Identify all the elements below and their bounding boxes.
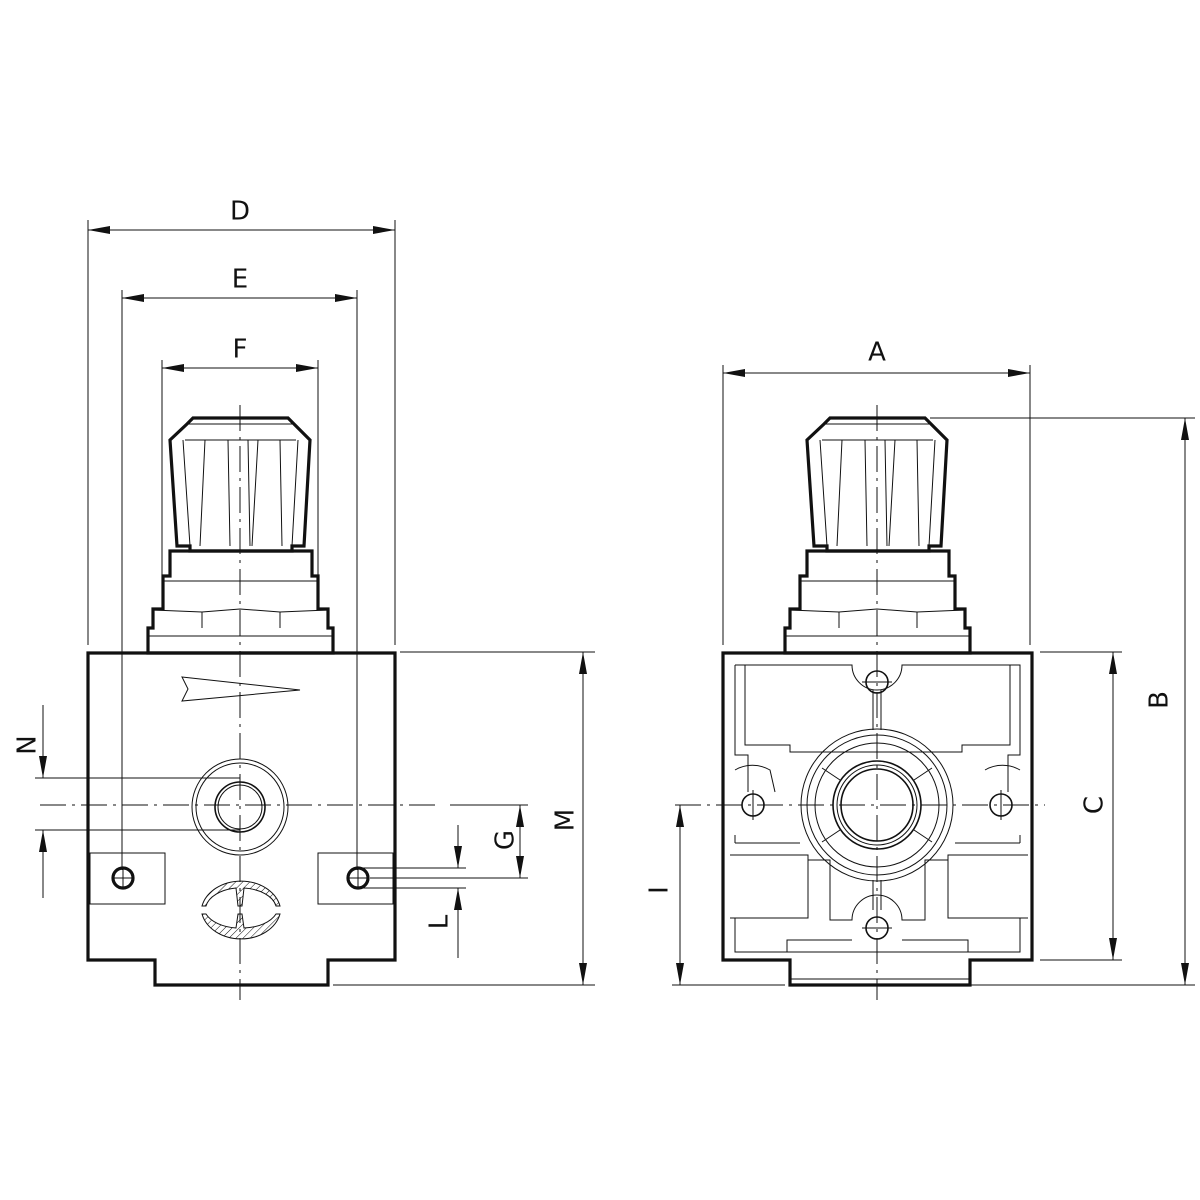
dimension-B: B [930, 417, 1195, 986]
dimension-M: M [333, 651, 595, 986]
dimension-label-D: D [230, 197, 250, 227]
dimension-label-M: M [551, 809, 581, 831]
hatched-section [201, 880, 281, 940]
dimension-label-C: C [1080, 796, 1110, 814]
dimension-D: D [87, 197, 396, 645]
dimension-G: G [370, 804, 528, 879]
dimension-L: L [358, 825, 466, 958]
dimension-label-E: E [232, 265, 248, 295]
front-view: A B C I [645, 338, 1195, 1000]
dimension-label-B: B [1145, 691, 1175, 709]
side-view: D E F N [13, 197, 595, 1000]
dimension-label-A: A [868, 338, 886, 368]
mounting-block-left [89, 852, 166, 905]
dimension-label-N: N [13, 735, 43, 754]
body-ribs [730, 664, 1028, 953]
dimension-E: E [121, 265, 358, 870]
dimension-label-F: F [233, 335, 248, 365]
flow-arrow-icon [181, 676, 301, 702]
hex-nut [152, 608, 329, 628]
dimension-label-G: G [491, 830, 521, 850]
dimension-A: A [722, 338, 1031, 645]
dimension-label-L: L [425, 914, 455, 929]
dimension-label-I: I [645, 886, 675, 894]
dimension-N: N [13, 705, 240, 898]
dimension-F: F [161, 335, 319, 575]
dimension-I: I [645, 805, 785, 986]
regulator-body [86, 651, 397, 987]
dimension-C: C [1040, 651, 1122, 961]
